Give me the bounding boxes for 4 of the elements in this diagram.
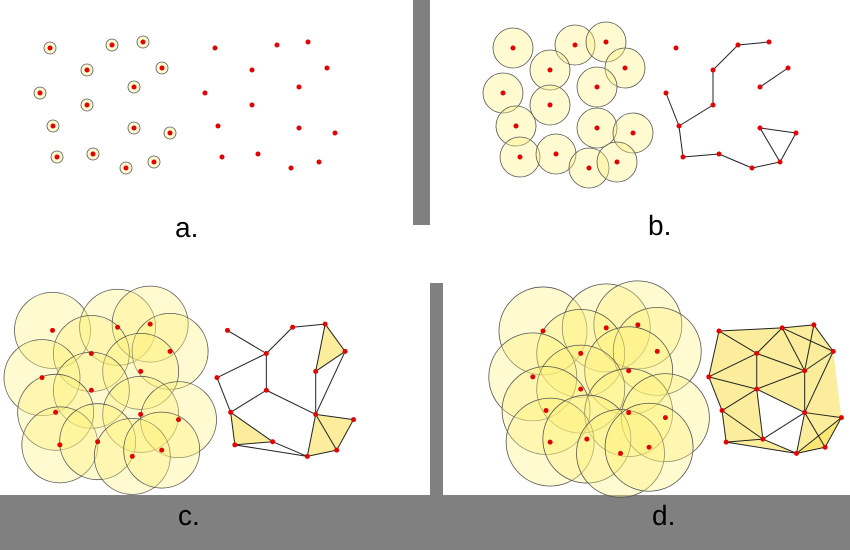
panel-label: c. [178,500,200,532]
panel-label: b. [648,210,672,242]
panel-label: a. [175,212,198,244]
panel-label: d. [652,500,676,532]
